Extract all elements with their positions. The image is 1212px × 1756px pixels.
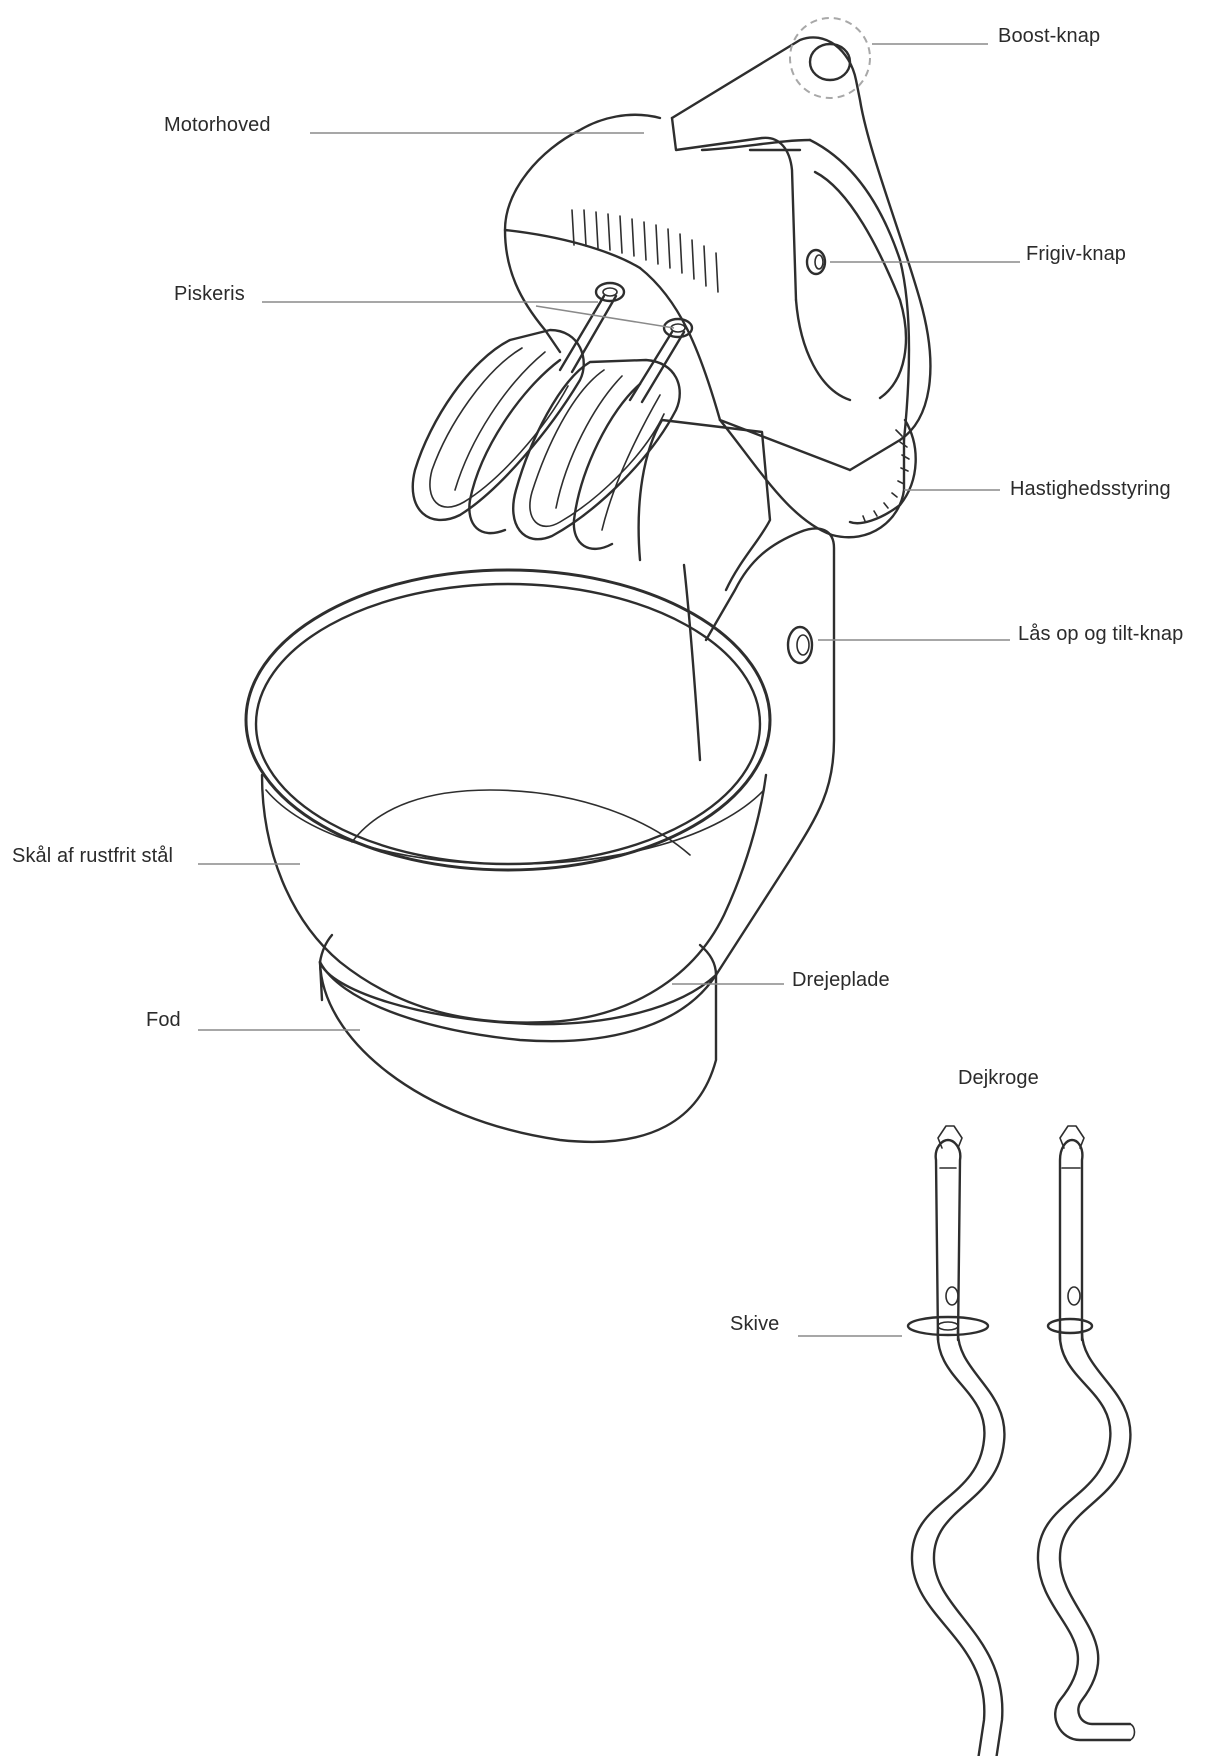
leader-lines: [198, 43, 1020, 1337]
label-speed-control: Hastighedsstyring: [1010, 478, 1171, 500]
label-unlock-tilt-button: Lås op og tilt-knap: [1018, 623, 1184, 645]
stand-arm: [637, 418, 836, 977]
mixer-base: [318, 960, 718, 1144]
unlock-tilt-button[interactable]: [786, 625, 814, 665]
label-release-button: Frigiv-knap: [1026, 243, 1127, 265]
label-boost-button: Boost-knap: [998, 25, 1101, 47]
stainless-bowl: [244, 568, 772, 1024]
whisks: [411, 281, 694, 550]
motor-head: [503, 113, 911, 539]
label-dough-hooks: Dejkroge: [958, 1067, 1039, 1089]
label-turntable: Drejeplade: [792, 969, 890, 991]
boost-button[interactable]: [789, 17, 871, 99]
dough-hook-left: [906, 1125, 1006, 1756]
release-button[interactable]: [805, 248, 827, 276]
label-disc: Skive: [730, 1313, 780, 1335]
label-base: Fod: [146, 1009, 181, 1031]
label-bowl: Skål af rustfrit stål: [12, 845, 174, 867]
label-motor-head: Motorhoved: [164, 114, 271, 136]
handle: [670, 36, 932, 472]
motor-vents: [571, 209, 719, 293]
turntable: [318, 933, 718, 1026]
speed-control[interactable]: [848, 418, 917, 525]
label-whisks: Piskeris: [174, 283, 245, 305]
dough-hook-right: [1036, 1125, 1136, 1742]
